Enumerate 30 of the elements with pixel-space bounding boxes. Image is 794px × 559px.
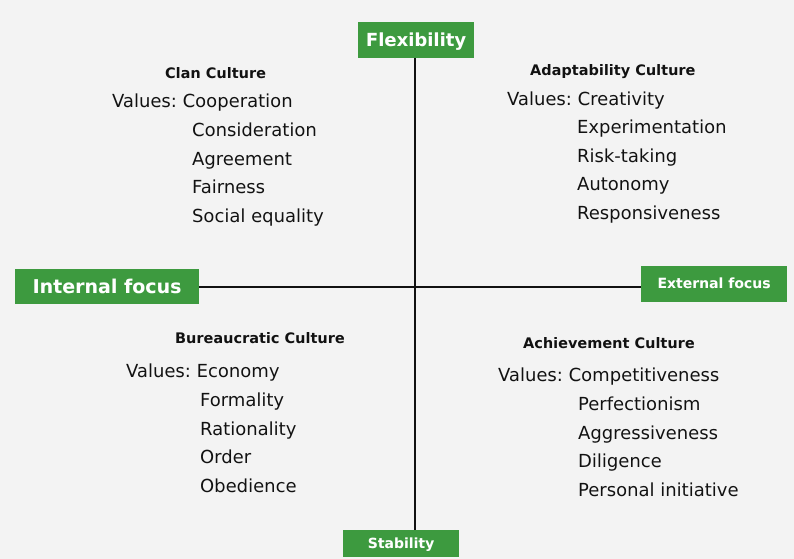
value-item: Personal initiative xyxy=(578,480,739,502)
value-item: Responsiveness xyxy=(577,203,720,225)
axis-label-box: Internal focus xyxy=(15,269,199,304)
value-item: Values: Economy xyxy=(126,361,280,383)
value-item: Formality xyxy=(200,390,284,412)
value-item: Values: Competitiveness xyxy=(498,365,720,387)
axis-label-box: Stability xyxy=(343,530,459,557)
value-item: Rationality xyxy=(200,419,296,441)
value-item: Values: Creativity xyxy=(507,89,665,111)
axis-label-box: Flexibility xyxy=(358,22,474,58)
value-item: Experimentation xyxy=(577,117,727,139)
quadrant-heading: Bureaucratic Culture xyxy=(175,330,345,349)
value-item: Diligence xyxy=(578,451,662,473)
value-item: Fairness xyxy=(192,177,266,199)
value-item: Values: Cooperation xyxy=(112,91,293,113)
axis-line xyxy=(199,286,641,288)
value-item: Risk-taking xyxy=(577,146,678,168)
value-item: Aggressiveness xyxy=(578,423,718,445)
value-item: Social equality xyxy=(192,206,324,228)
value-item: Order xyxy=(200,447,252,469)
quadrant-heading: Achievement Culture xyxy=(523,335,695,354)
value-item: Perfectionism xyxy=(578,394,700,416)
value-item: Consideration xyxy=(192,120,317,142)
value-item: Agreement xyxy=(192,149,292,171)
quadrant-heading: Clan Culture xyxy=(165,65,266,84)
axis-line xyxy=(414,58,416,530)
value-item: Obedience xyxy=(200,476,297,498)
value-item: Autonomy xyxy=(577,174,670,196)
quadrant-heading: Adaptability Culture xyxy=(530,62,696,81)
axis-label-box: External focus xyxy=(641,266,787,302)
